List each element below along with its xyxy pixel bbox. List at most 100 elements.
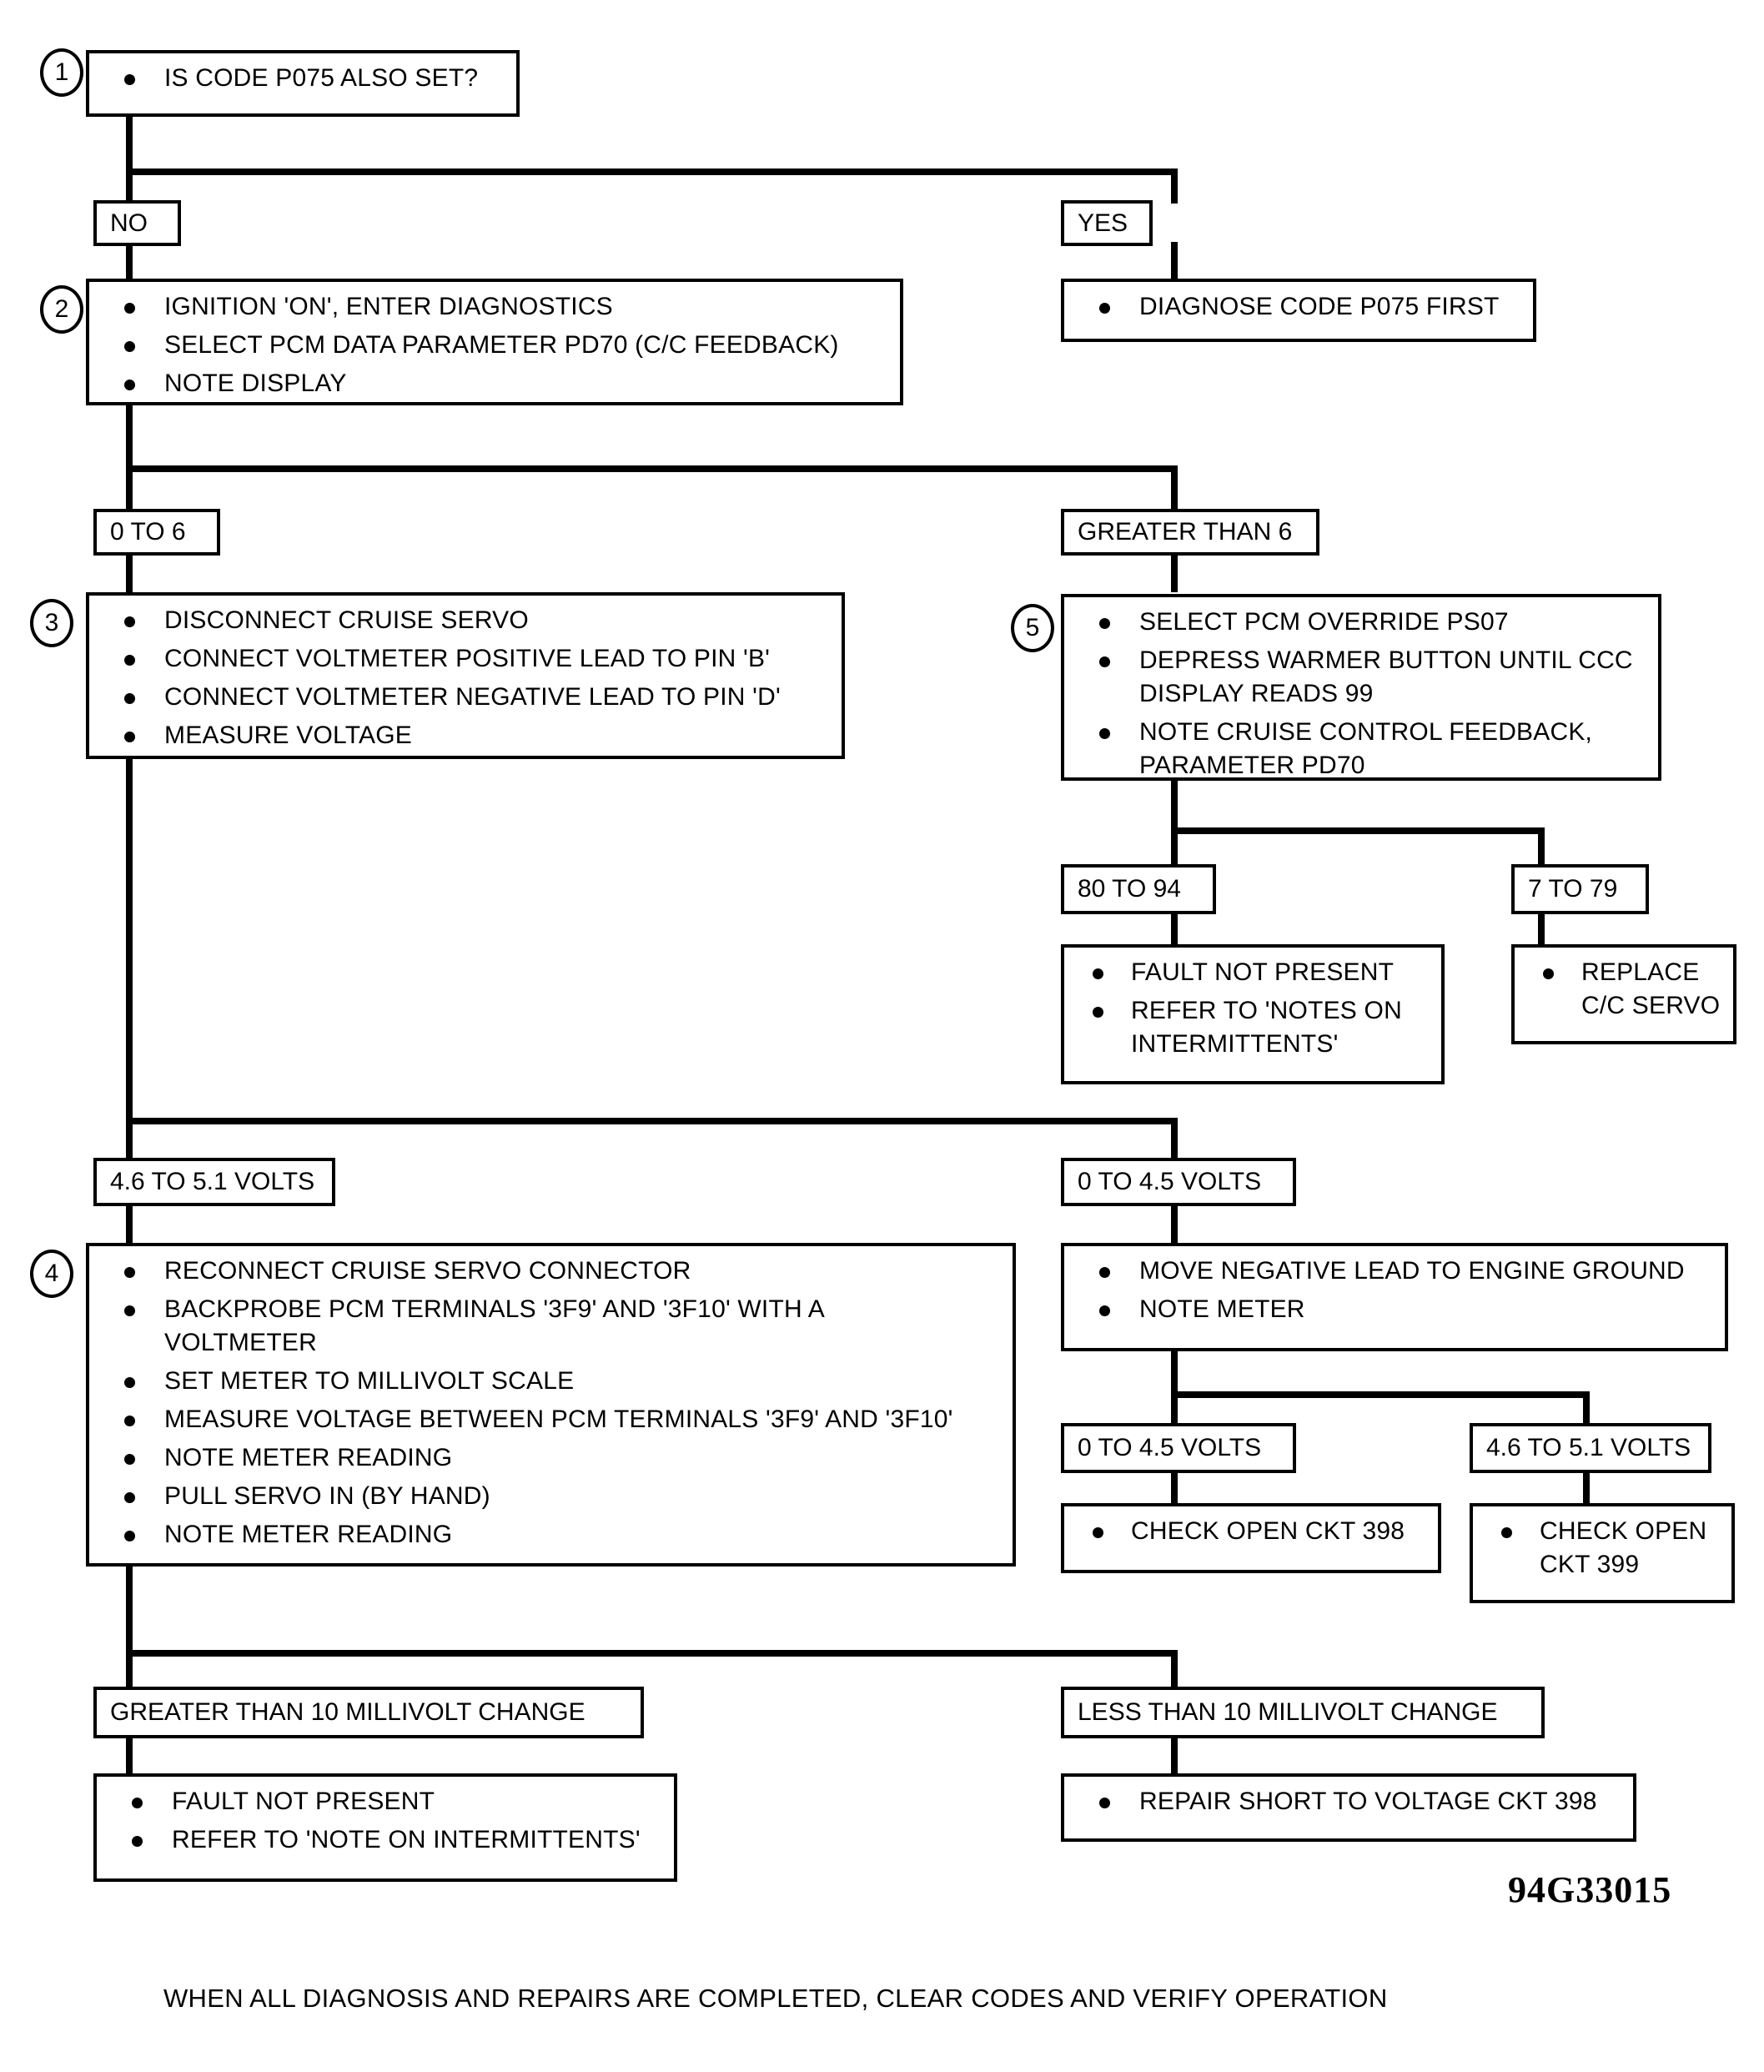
branch-46-to-51-volts-left-wrap: 4.6 TO 5.1 VOLTS [97,1161,332,1203]
branch-0-to-45-volts-right-label: 0 TO 4.5 VOLTS [1078,1168,1262,1195]
connector-step5-down [1171,779,1178,834]
branch-46-to-51-volts-b: 4.6 TO 5.1 VOLTS [1470,1423,1711,1473]
node-move-negative-lead: MOVE NEGATIVE LEAD TO ENGINE GROUND NOTE… [1061,1243,1728,1351]
branch-greater-than-10-millivolt: GREATER THAN 10 MILLIVOLT CHANGE [93,1687,644,1738]
branch-less-than-10-millivolt-wrap: LESS THAN 10 MILLIVOLT CHANGE [1064,1690,1541,1735]
node-check-open-ckt-399: CHECK OPEN CKT 399 [1470,1503,1735,1603]
connector-split-1 [126,168,1178,175]
branch-0-to-6: 0 TO 6 [93,509,220,556]
bullet-item: IS CODE P075 ALSO SET? [89,62,516,95]
connector-to-no [126,168,133,204]
figure-code: 94G33015 [1508,1869,1672,1910]
bullet-item: DISCONNECT CRUISE SERVO [89,604,842,637]
bullet-item: NOTE CRUISE CONTROL FEEDBACK, PARAMETER … [1064,716,1658,782]
connector-step3-down [126,757,133,1124]
connector-to-7to79 [1538,827,1545,866]
bullet-item: MEASURE VOLTAGE [89,719,842,752]
branch-0-to-45-volts-b-wrap: 0 TO 4.5 VOLTS [1064,1426,1293,1470]
step-number-5: 5 [1011,604,1054,652]
node-diagnose-p075-bullets: DIAGNOSE CODE P075 FIRST [1064,290,1533,324]
bullet-item: NOTE DISPLAY [89,367,900,400]
bullet-item: CONNECT VOLTMETER NEGATIVE LEAD TO PIN '… [89,681,842,714]
connector-step2-down [126,405,133,472]
connector-to-lt10mv [1171,1650,1178,1690]
branch-greater-than-10-millivolt-label: GREATER THAN 10 MILLIVOLT CHANGE [110,1698,585,1726]
connector-to-0to45 [1171,1118,1178,1161]
node-diagnose-p075: DIAGNOSE CODE P075 FIRST [1061,279,1536,342]
connector-to-gt10mv [126,1650,133,1690]
footer-note: WHEN ALL DIAGNOSIS AND REPAIRS ARE COMPL… [163,1984,1388,2013]
bullet-item: FAULT NOT PRESENT [97,1785,674,1818]
branch-no-label: NO [110,209,148,237]
connector-step1-down [126,115,133,175]
connector-lt10mv-repair [1171,1737,1178,1775]
bullet-item: NOTE METER READING [89,1518,1013,1551]
connector-step4-down [126,1565,133,1657]
branch-7-to-79-label: 7 TO 79 [1528,875,1618,903]
connector-no-step2 [126,242,133,280]
branch-0-to-45-volts-right: 0 TO 4.5 VOLTS [1061,1158,1296,1206]
node-replace-cc-servo-bullets: REPLACE C/C SERVO [1515,956,1733,1023]
branch-0-to-45-volts-right-wrap: 0 TO 4.5 VOLTS [1064,1161,1293,1203]
connector-0to6-step3 [126,554,133,592]
connector-to-46to51-b [1583,1391,1590,1426]
connector-gt6-step5 [1171,554,1178,592]
node-replace-cc-servo: REPLACE C/C SERVO [1511,944,1736,1044]
node-repair-short-ckt-398: REPAIR SHORT TO VOLTAGE CKT 398 [1061,1773,1636,1842]
connector-split-2 [126,465,1178,472]
bullet-item: NOTE METER [1064,1293,1725,1326]
branch-greater-than-6-wrap: GREATER THAN 6 [1064,512,1316,552]
connector-move-down [1171,1351,1178,1398]
branch-46-to-51-volts-b-label: 4.6 TO 5.1 VOLTS [1486,1434,1691,1461]
step-number-4: 4 [30,1250,73,1298]
branch-yes-wrap: YES [1064,204,1149,243]
node-fault-not-present-b-bullets: FAULT NOT PRESENT REFER TO 'NOTE ON INTE… [97,1785,674,1857]
connector-yes-diagnose [1171,242,1178,280]
branch-greater-than-10-millivolt-wrap: GREATER THAN 10 MILLIVOLT CHANGE [97,1690,641,1735]
connector-7to79-replace [1538,913,1545,946]
bullet-item: BACKPROBE PCM TERMINALS '3F9' AND '3F10'… [89,1293,1013,1360]
node-step4: RECONNECT CRUISE SERVO CONNECTOR BACKPRO… [86,1243,1016,1567]
bullet-item: CHECK OPEN CKT 398 [1064,1515,1438,1548]
node-fault-not-present-a: FAULT NOT PRESENT REFER TO 'NOTES ON INT… [1061,944,1445,1084]
node-check-open-ckt-398-bullets: CHECK OPEN CKT 398 [1064,1515,1438,1548]
step-number-3: 3 [30,599,73,647]
node-step2: IGNITION 'ON', ENTER DIAGNOSTICS SELECT … [86,279,903,405]
bullet-item: MOVE NEGATIVE LEAD TO ENGINE GROUND [1064,1255,1725,1288]
connector-gt10mv-fault [126,1737,133,1775]
connector-split-5 [1171,827,1545,834]
bullet-item: NOTE METER READING [89,1441,1013,1475]
node-step4-bullets: RECONNECT CRUISE SERVO CONNECTOR BACKPRO… [89,1255,1013,1551]
branch-46-to-51-volts-b-wrap: 4.6 TO 5.1 VOLTS [1473,1426,1708,1470]
connector-0to45b-check398 [1171,1473,1178,1505]
connector-to-yes [1171,168,1178,204]
branch-7-to-79-wrap: 7 TO 79 [1515,868,1646,911]
branch-yes: YES [1061,200,1153,246]
connector-to-80to94 [1171,827,1178,866]
bullet-item: DIAGNOSE CODE P075 FIRST [1064,290,1533,324]
connector-to-0to6 [126,465,133,512]
branch-7-to-79: 7 TO 79 [1511,864,1649,914]
branch-0-to-6-wrap: 0 TO 6 [97,512,217,552]
bullet-item: REPLACE C/C SERVO [1515,956,1733,1023]
branch-0-to-45-volts-b: 0 TO 4.5 VOLTS [1061,1423,1296,1473]
connector-0to45-move [1171,1204,1178,1245]
bullet-item: SELECT PCM DATA PARAMETER PD70 (C/C FEED… [89,329,900,362]
node-check-open-ckt-399-bullets: CHECK OPEN CKT 399 [1473,1515,1731,1582]
branch-80-to-94: 80 TO 94 [1061,864,1216,914]
branch-yes-label: YES [1078,209,1128,237]
branch-no: NO [93,200,181,246]
bullet-item: REFER TO 'NOTE ON INTERMITTENTS' [97,1823,674,1857]
connector-to-46to51 [126,1118,133,1161]
node-step5-bullets: SELECT PCM OVERRIDE PS07 DEPRESS WARMER … [1064,606,1658,782]
step-number-2: 2 [40,285,83,334]
branch-no-wrap: NO [97,204,178,243]
branch-less-than-10-millivolt-label: LESS THAN 10 MILLIVOLT CHANGE [1078,1698,1498,1726]
branch-46-to-51-volts-left: 4.6 TO 5.1 VOLTS [93,1158,335,1206]
bullet-item: IGNITION 'ON', ENTER DIAGNOSTICS [89,290,900,324]
node-step1-bullets: IS CODE P075 ALSO SET? [89,62,516,95]
bullet-item: CHECK OPEN CKT 399 [1473,1515,1731,1582]
branch-0-to-6-label: 0 TO 6 [110,518,186,546]
bullet-item: REFER TO 'NOTES ON INTERMITTENTS' [1064,994,1441,1061]
bullet-item: REPAIR SHORT TO VOLTAGE CKT 398 [1064,1785,1633,1818]
